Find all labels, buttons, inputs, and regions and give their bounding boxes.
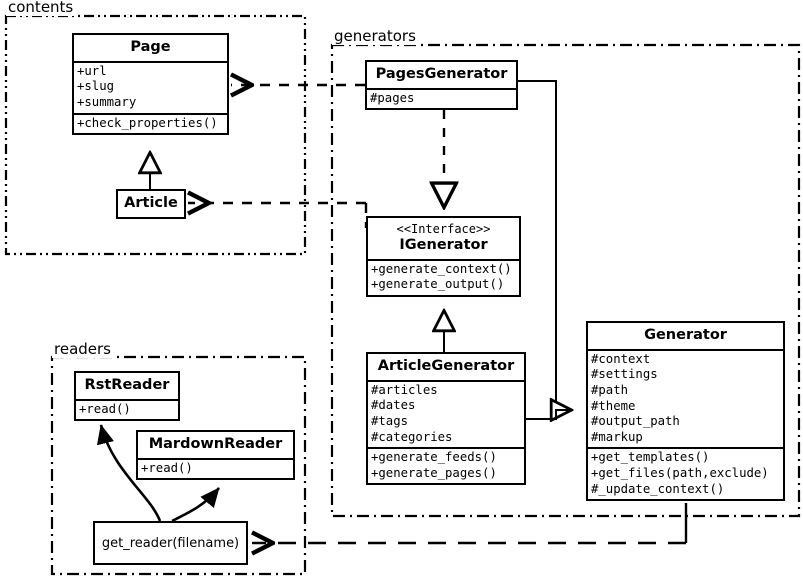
attribute: #markup [591,429,643,444]
class-operations-igenerator: +generate_context() +generate_output() [368,258,519,295]
class-title-page: Page [130,39,171,55]
class-operations-rst-reader: +read() [76,398,178,420]
attribute: #path [591,382,629,397]
operation: +get_templates() [591,450,710,465]
package-label-readers: readers [52,340,113,358]
class-attributes-page: +url +slug +summary [74,60,227,113]
class-title-article: Article [124,195,178,211]
attribute: #categories [371,429,453,444]
attribute: +summary [77,94,137,109]
operation: +read() [79,401,131,416]
function-box-get-reader[interactable]: get_reader(filename) [93,521,248,565]
relation-pagesgenerator-to-generator [518,80,572,410]
class-attributes-pages-generator: #pages [367,87,516,109]
attribute: #pages [370,90,415,105]
class-box-mardown-reader[interactable]: MardownReader +read() [136,430,295,481]
class-name-igenerator: IGenerator [399,237,488,253]
operation: +check_properties() [77,115,218,130]
package-label-generators: generators [332,27,418,45]
operation: #_update_context() [591,481,725,496]
operation: +generate_feeds() [371,450,497,465]
class-title-igenerator: <<Interface>> IGenerator [368,218,519,259]
attribute: #output_path [591,414,680,429]
package-label-contents: contents [6,0,76,16]
operation: +generate_pages() [371,465,497,480]
class-title-rst-reader: RstReader [84,377,170,393]
relation-articlegenerator-to-generator [526,409,572,420]
operation: +generate_context() [371,261,512,276]
attribute: +url [77,63,107,78]
class-box-article-generator[interactable]: ArticleGenerator #articles #dates #tags … [366,352,526,486]
relation-getreader-to-mardownreader [171,487,221,523]
attribute: #settings [591,367,658,382]
class-operations-mardown-reader: +read() [138,457,293,479]
operation: +read() [141,460,193,475]
class-title-pages-generator: PagesGenerator [375,66,508,82]
class-box-generator[interactable]: Generator #context #settings #path #them… [586,321,785,502]
attribute: #articles [371,382,438,397]
package-frame-contents [4,14,307,256]
attribute: #context [591,351,651,366]
attribute: +slug [77,79,115,94]
attribute: #dates [371,398,416,413]
class-operations-article-generator: +generate_feeds() +generate_pages() [368,447,524,483]
class-attributes-article-generator: #articles #dates #tags #categories [368,379,524,447]
class-box-rst-reader[interactable]: RstReader +read() [74,371,180,422]
class-box-page[interactable]: Page +url +slug +summary +check_properti… [72,33,229,136]
class-attributes-generator: #context #settings #path #theme #output_… [588,348,783,448]
operation: +get_files(path,exclude) [591,465,769,480]
class-stereotype-igenerator: <<Interface>> [396,222,491,236]
attribute: #theme [591,398,636,413]
package-frame-generators [330,43,801,518]
class-operations-generator: +get_templates() +get_files(path,exclude… [588,447,783,499]
operation: +generate_output() [371,277,505,292]
class-title-generator: Generator [644,327,727,343]
class-box-article[interactable]: Article [116,189,186,219]
class-box-igenerator[interactable]: <<Interface>> IGenerator +generate_conte… [366,216,521,297]
relation-getreader-to-rstreader [96,424,162,522]
package-frame-readers [50,355,307,576]
class-title-article-generator: ArticleGenerator [377,358,515,374]
attribute: #tags [371,413,409,428]
class-box-pages-generator[interactable]: PagesGenerator #pages [365,60,518,111]
class-title-mardown-reader: MardownReader [148,436,283,452]
class-operations-page: +check_properties() [74,112,227,134]
